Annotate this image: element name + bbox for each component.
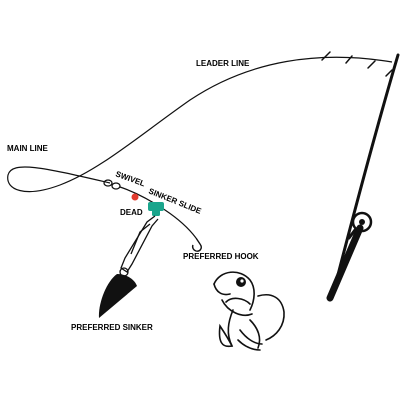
rod-guide-4	[385, 69, 393, 77]
fishing-rod	[321, 51, 400, 302]
swivel-icon	[103, 179, 121, 190]
rod-handle	[326, 224, 364, 302]
rod-blank	[330, 53, 400, 300]
bead-icon	[131, 193, 139, 201]
sinker-icon	[98, 274, 137, 318]
rod-guide-3	[367, 60, 376, 69]
sinker-slide-icon	[148, 202, 164, 216]
rod-guide-1	[321, 51, 331, 61]
label-swivel: SWIVEL	[114, 169, 146, 188]
fish-icon	[213, 271, 285, 351]
leader-line	[119, 186, 197, 239]
main-line	[7, 56, 393, 193]
hook-icon	[191, 237, 202, 252]
label-leader-line: LEADER LINE	[196, 59, 250, 68]
label-preferred-hook: PREFERRED HOOK	[183, 252, 259, 261]
reel-icon	[347, 211, 373, 240]
label-main-line: MAIN LINE	[7, 144, 49, 153]
snap-clip-icon	[119, 215, 159, 277]
label-preferred-sinker: PREFERRED SINKER	[71, 323, 153, 332]
label-dead: DEAD	[120, 208, 143, 217]
